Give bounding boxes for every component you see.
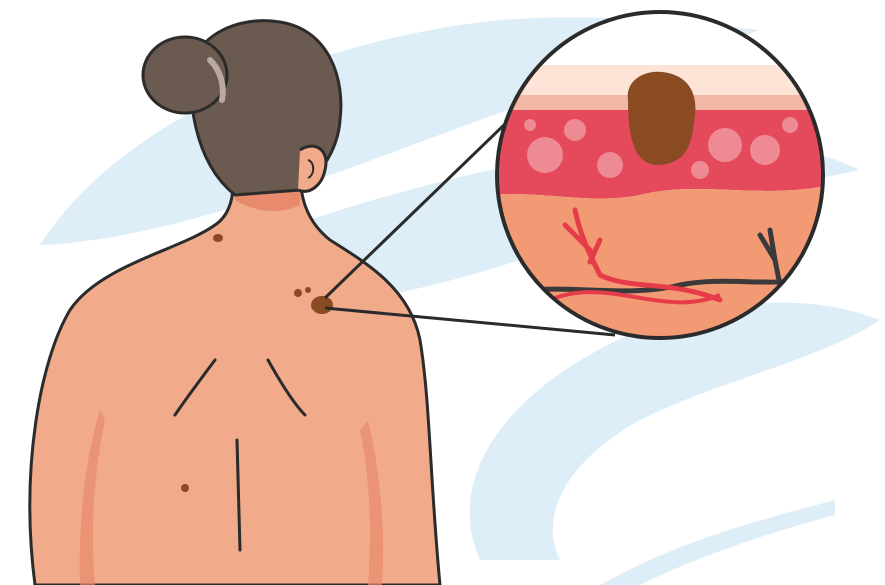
mole-shoulder-small-1 xyxy=(294,289,302,297)
mole-shoulder-main xyxy=(311,296,333,314)
mole-shoulder-small-2 xyxy=(305,287,311,293)
mole-neck xyxy=(213,234,223,242)
mole-lower-back xyxy=(181,484,189,492)
